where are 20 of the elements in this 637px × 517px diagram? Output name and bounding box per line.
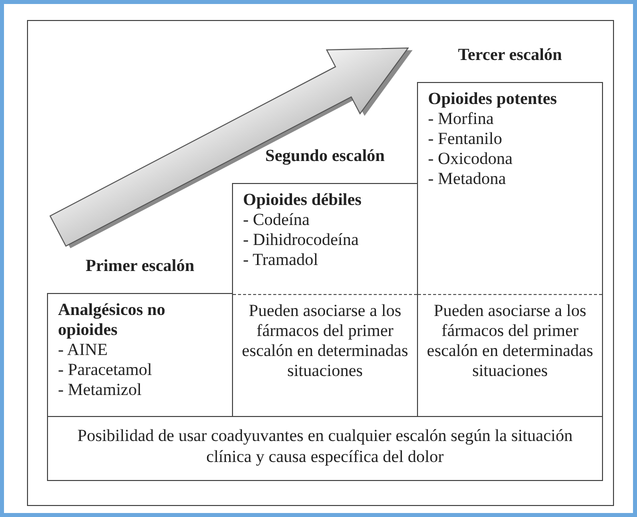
note-box <box>47 416 603 481</box>
drug-class: Analgésicos no opioides <box>58 300 166 340</box>
drug-item: - Fentanilo <box>428 129 504 149</box>
drug-item: - Morfina <box>428 109 495 129</box>
step-heading: Primer escalón <box>84 256 196 276</box>
drug-item: - Metamizol <box>58 380 143 400</box>
drug-item: - AINE <box>58 340 109 360</box>
note-text: Posibilidad de usar coadyuvantes en cualquier escalón según la situación clínica y causa específica del dolor <box>77 426 573 466</box>
drug-item: - Paracetamol <box>58 360 153 380</box>
step-heading: Tercer escalón <box>456 45 564 65</box>
note-text: Pueden asociarse a los fármacos del primer escalón en determinadas situaciones <box>242 301 408 380</box>
step-heading: Segundo escalón <box>264 146 386 166</box>
drug-item: - Metadona <box>428 169 507 189</box>
drug-item: - Tramadol <box>243 250 320 270</box>
drug-item: - Dihidrocodeína <box>243 230 360 250</box>
note-text: Pueden asociarse a los fármacos del primer escalón en determinadas situaciones <box>426 301 594 380</box>
drug-class: Opioides débiles <box>243 190 363 210</box>
drug-item: - Oxicodona <box>428 149 514 169</box>
drug-item: - Codeína <box>243 210 311 230</box>
drug-class: Opioides potentes <box>428 89 558 109</box>
